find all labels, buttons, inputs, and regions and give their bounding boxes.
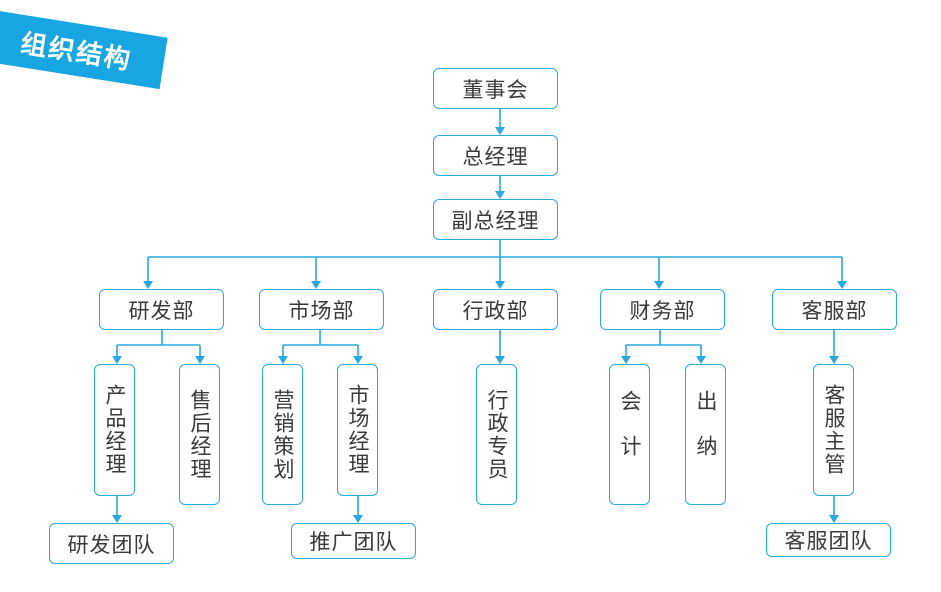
node-product-manager: 产品经理 <box>94 364 135 496</box>
arrow-head-icon <box>829 356 839 364</box>
arrow-head-icon <box>195 356 205 364</box>
arrow-head-icon <box>621 356 631 364</box>
node-general-manager: 总经理 <box>433 135 558 176</box>
arrow-head-icon <box>696 356 706 364</box>
arrow-head-icon <box>278 356 288 364</box>
node-cashier-label: 出纳 <box>694 389 718 480</box>
node-board: 董事会 <box>433 68 558 109</box>
node-service-team: 客服团队 <box>766 523 891 557</box>
arrow-head-icon <box>495 127 505 135</box>
node-rd-team: 研发团队 <box>49 523 174 564</box>
node-vice-general-manager: 副总经理 <box>433 199 558 240</box>
banner-title: 组织结构 <box>18 28 134 76</box>
node-dept-service: 客服部 <box>772 289 897 330</box>
node-dept-finance: 财务部 <box>600 289 725 330</box>
node-market-manager: 市场经理 <box>337 364 378 496</box>
arrow-head-icon <box>837 281 847 289</box>
node-marketing-planning-label: 营销策划 <box>271 388 295 481</box>
arrow-head-icon <box>495 281 505 289</box>
arrow-head-icon <box>353 515 363 523</box>
arrow-head-icon <box>311 281 321 289</box>
arrow-head-icon <box>112 356 122 364</box>
node-after-sales-manager: 售后经理 <box>179 364 220 505</box>
node-marketing-planning: 营销策划 <box>262 364 303 505</box>
node-market-manager-label: 市场经理 <box>346 384 370 476</box>
arrow-head-icon <box>112 515 122 523</box>
node-service-supervisor-label: 客服主管 <box>822 384 846 476</box>
arrow-head-icon <box>829 515 839 523</box>
arrow-head-icon <box>495 191 505 199</box>
node-service-supervisor: 客服主管 <box>813 364 854 496</box>
arrow-head-icon <box>143 281 153 289</box>
node-dept-rd: 研发部 <box>99 289 224 330</box>
node-accountant: 会计 <box>609 364 650 505</box>
node-product-manager-label: 产品经理 <box>103 384 127 476</box>
node-admin-specialist: 行政专员 <box>476 364 517 505</box>
arrow-head-icon <box>353 356 363 364</box>
node-cashier: 出纳 <box>685 364 726 505</box>
node-admin-specialist-label: 行政专员 <box>485 388 509 481</box>
arrow-head-icon <box>654 281 664 289</box>
node-dept-admin: 行政部 <box>433 289 558 330</box>
node-promotion-team: 推广团队 <box>291 523 416 559</box>
node-dept-market: 市场部 <box>259 289 384 330</box>
arrow-head-icon <box>495 356 505 364</box>
node-after-sales-manager-label: 售后经理 <box>188 388 212 481</box>
node-accountant-label: 会计 <box>618 389 642 480</box>
